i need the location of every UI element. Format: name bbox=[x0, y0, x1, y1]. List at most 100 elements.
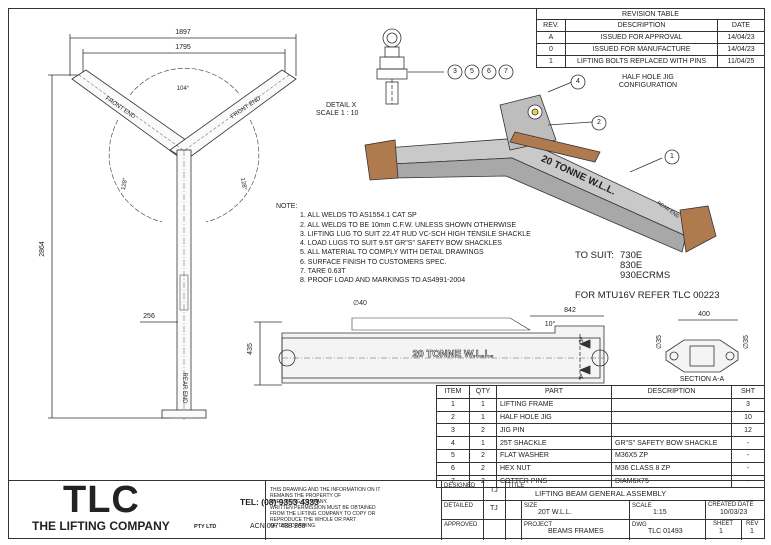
to-suit-model: 730E bbox=[620, 250, 643, 261]
dim-pin-dia: ∅40 bbox=[353, 300, 367, 307]
parts-sht: - bbox=[731, 474, 765, 489]
parts-qty: 2 bbox=[469, 448, 497, 463]
disclaimer-line: THIS DRAWING AND THE INFORMATION ON IT bbox=[270, 487, 381, 493]
to-suit-label: TO SUIT: bbox=[575, 250, 614, 261]
parts-item: 4 bbox=[436, 436, 470, 450]
parts-description: M36X5 ZP bbox=[611, 448, 732, 463]
isometric-view bbox=[364, 81, 717, 253]
note-item: 1. ALL WELDS TO AS1554.1 CAT SP bbox=[300, 212, 417, 220]
rev-cell: 1 bbox=[536, 55, 566, 68]
shackle-pin bbox=[531, 108, 539, 116]
rear-end-cap-iso bbox=[679, 205, 717, 253]
rev-number: 1 bbox=[750, 528, 754, 535]
designed-by: TJ bbox=[490, 487, 498, 494]
label-rear-end: REAR END bbox=[181, 372, 187, 404]
detail-scale: SCALE 1 : 10 bbox=[316, 110, 359, 117]
rev-date-cell: 11/04/25 bbox=[717, 55, 765, 68]
parts-description: DIAM6X75 bbox=[611, 474, 732, 489]
disclaimer-line: THE LIFTING COMPANY. bbox=[270, 499, 328, 505]
parts-qty: 1 bbox=[469, 397, 497, 412]
designed-label: DESIGNED bbox=[444, 483, 476, 489]
parts-qty: 2 bbox=[469, 461, 497, 476]
drawing-border bbox=[8, 8, 765, 539]
size-value: 20T W.L.L. bbox=[538, 509, 572, 516]
parts-part: FLAT WASHER bbox=[496, 448, 612, 463]
side-beam bbox=[281, 325, 605, 384]
parts-description: GR"S" SAFETY BOW SHACKLE bbox=[611, 436, 732, 450]
dim-side-angle: 10° bbox=[544, 321, 556, 328]
parts-header-part: PART bbox=[496, 385, 612, 399]
dim-1795: 1795 bbox=[175, 44, 191, 51]
parts-part: HALF HOLE JIG bbox=[496, 410, 612, 425]
rear-end-cap bbox=[161, 409, 207, 419]
parts-item: 1 bbox=[436, 397, 470, 412]
parts-sht: - bbox=[731, 436, 765, 450]
project-value: BEAMS FRAMES bbox=[548, 528, 604, 535]
company-pty: PTY LTD bbox=[194, 524, 217, 530]
parts-item: 5 bbox=[436, 448, 470, 463]
parts-qty: 1 bbox=[469, 436, 497, 450]
project-label: PROJECT bbox=[524, 522, 553, 528]
disclaimer: THIS DRAWING AND THE INFORMATION ON IT R… bbox=[270, 487, 380, 529]
scale-value: 1:15 bbox=[653, 509, 667, 516]
revision-row: 1 LIFTING BOLTS REPLACED WITH PINS 11/04… bbox=[536, 55, 765, 68]
company-logo: TLC bbox=[63, 479, 140, 521]
dim-256: 256 bbox=[143, 313, 155, 320]
parts-description: M36 CLASS 8 ZP bbox=[611, 461, 732, 476]
dim-angle-top: 104° bbox=[176, 86, 190, 92]
parts-item: 3 bbox=[436, 423, 470, 438]
parts-qty: 2 bbox=[469, 423, 497, 438]
disclaimer-line: REMAINS THE PROPERTY OF bbox=[270, 493, 342, 499]
note-item: 7. TARE 0.63T bbox=[300, 268, 346, 276]
balloon: 6 bbox=[487, 68, 491, 75]
balloon: 4 bbox=[576, 78, 580, 85]
parts-description bbox=[611, 397, 732, 412]
front-end-cap bbox=[364, 139, 399, 181]
scale-label: SCALE bbox=[632, 503, 652, 509]
section-marker-bottom: A bbox=[578, 374, 584, 381]
size-label: SIZE bbox=[524, 503, 538, 509]
disclaimer-line: FROM THE LIFTING COMPANY TO COPY OR bbox=[270, 511, 376, 517]
plan-view bbox=[48, 34, 297, 420]
rev-label: REV bbox=[746, 521, 759, 527]
created-date: 10/03/23 bbox=[720, 509, 748, 516]
notes-heading: NOTE: bbox=[276, 203, 298, 210]
parts-item: 2 bbox=[436, 410, 470, 425]
side-wll-label: 20 TONNE W.L.L. bbox=[412, 349, 494, 360]
parts-item: 6 bbox=[436, 461, 470, 476]
title-block: TLC THE LIFTING COMPANY PTY LTD THIS DRA… bbox=[8, 480, 765, 540]
parts-header-item: ITEM bbox=[436, 385, 470, 399]
balloon: 7 bbox=[504, 68, 508, 75]
drawing-number: TLC 01493 bbox=[648, 528, 683, 535]
disclaimer-line: REPRODUCE THE WHOLE OR PART bbox=[270, 517, 357, 523]
parts-header-sht: SHT bbox=[731, 385, 765, 399]
disclaimer-line: WRITTEN PERMISSION MUST BE OBTAINED bbox=[270, 505, 376, 511]
dwg-label: DWG bbox=[632, 522, 647, 528]
parts-part: LIFTING FRAME bbox=[496, 397, 612, 412]
company-name: THE LIFTING COMPANY bbox=[32, 519, 170, 533]
parts-sht: 10 bbox=[731, 410, 765, 425]
detailed-label: DETAILED bbox=[444, 503, 473, 509]
drawing-title: LIFTING BEAM GENERAL ASSEMBLY bbox=[535, 489, 667, 498]
side-view bbox=[254, 315, 609, 386]
parts-sht: - bbox=[731, 461, 765, 476]
detailed-by: TJ bbox=[490, 505, 498, 512]
revision-row: A ISSUED FOR APPROVAL 14/04/23 bbox=[536, 31, 765, 44]
general-notes: NOTE: 1. ALL WELDS TO AS1554.1 CAT SP 2.… bbox=[276, 202, 531, 286]
dim-1897: 1897 bbox=[175, 29, 191, 36]
sheet-label: SHEET bbox=[713, 521, 734, 527]
note-item: 5. ALL MATERIAL TO COMPLY WITH DETAIL DR… bbox=[300, 249, 484, 257]
dim-400: 400 bbox=[698, 311, 710, 318]
refer-note: FOR MTU16V REFER TLC 00223 bbox=[575, 290, 720, 301]
parts-sht: - bbox=[731, 448, 765, 463]
balloon: 3 bbox=[453, 68, 457, 75]
parts-header-qty: QTY bbox=[469, 385, 497, 399]
parts-part: JIG PIN bbox=[496, 423, 612, 438]
